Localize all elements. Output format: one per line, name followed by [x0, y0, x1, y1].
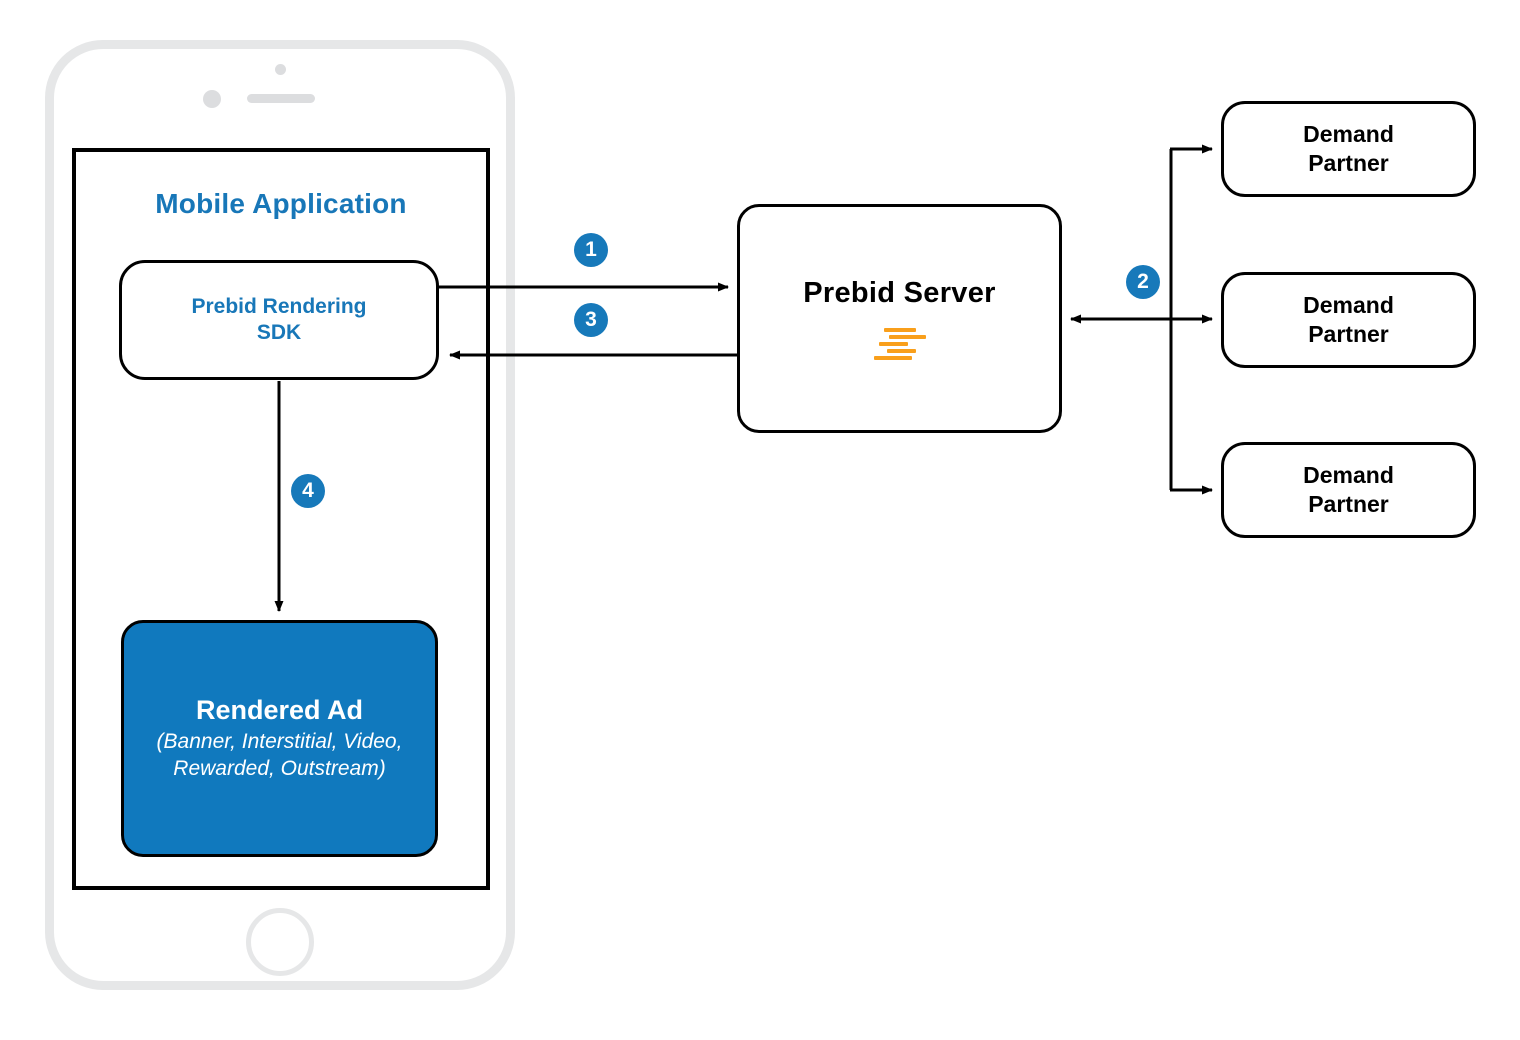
prebid-rendering-sdk-node[interactable]: Prebid Rendering SDK — [119, 260, 439, 380]
phone-silent-switch — [91, 109, 100, 143]
earpiece-speaker-icon — [247, 94, 315, 103]
demand-partner-node-2[interactable]: Demand Partner — [1221, 272, 1476, 368]
proximity-sensor-icon — [203, 90, 221, 108]
demand-partner-1-line2: Partner — [1308, 150, 1389, 176]
prebid-server-title: Prebid Server — [803, 277, 996, 309]
home-button-icon — [246, 908, 314, 976]
rendered-ad-subtitle-line2: Rewarded, Outstream) — [173, 757, 386, 780]
demand-partner-node-1[interactable]: Demand Partner — [1221, 101, 1476, 197]
step-badge-4: 4 — [291, 474, 325, 508]
arrow-step-2 — [1070, 144, 1213, 495]
step-badge-3: 3 — [574, 303, 608, 337]
step-badge-1: 1 — [574, 233, 608, 267]
demand-partner-2-line2: Partner — [1308, 321, 1389, 347]
sdk-label-line1: Prebid Rendering — [191, 294, 367, 318]
prebid-server-node[interactable]: Prebid Server — [737, 204, 1062, 433]
step-badge-2: 2 — [1126, 265, 1160, 299]
rendered-ad-title: Rendered Ad — [195, 694, 364, 725]
camera-dot-icon — [275, 64, 286, 75]
demand-partner-node-3[interactable]: Demand Partner — [1221, 442, 1476, 538]
demand-partner-1-line1: Demand — [1303, 120, 1394, 147]
rendered-ad-node[interactable]: Rendered Ad (Banner, Interstitial, Video… — [121, 620, 438, 857]
sdk-label-line2: SDK — [256, 321, 302, 344]
demand-partner-2-line1: Demand — [1303, 291, 1394, 318]
prebid-bars-logo-icon — [873, 328, 926, 360]
demand-partner-3-line1: Demand — [1303, 461, 1394, 488]
rendered-ad-subtitle-line1: (Banner, Interstitial, Video, — [156, 729, 403, 753]
demand-partner-3-line2: Partner — [1308, 491, 1389, 517]
mobile-application-title: Mobile Application — [155, 188, 407, 219]
